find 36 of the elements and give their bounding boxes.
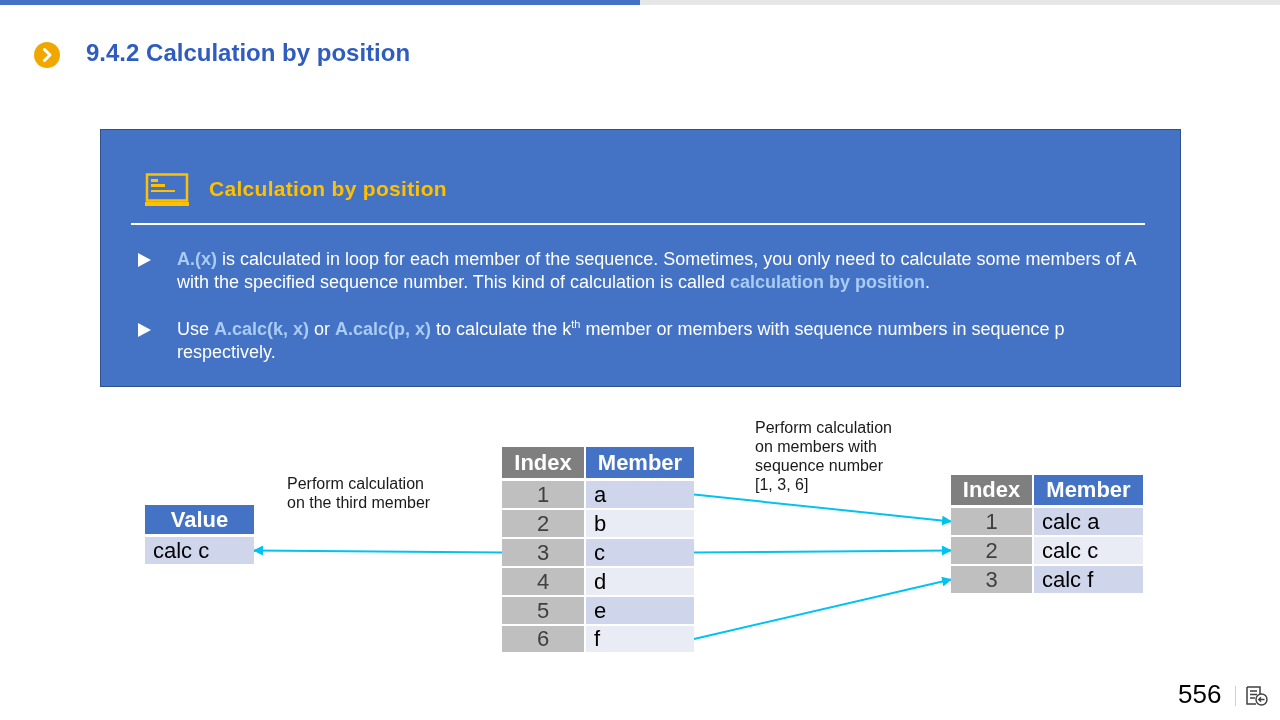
table-entry: a [586,481,694,508]
panel-heading: Calculation by position [209,177,447,201]
row-number: 3 [502,539,584,566]
row-number: 2 [951,537,1032,564]
info-panel [100,129,1181,387]
column-header: Value [145,505,254,534]
annotation-text: Perform calculation on members with sequence number [1, 3, 6] [755,418,893,494]
column-header: Index [951,475,1032,505]
table-entry: f [586,626,694,652]
table-entry: calc a [1034,508,1143,535]
table-entry: calc f [1034,566,1143,593]
table-entry: calc c [1034,537,1143,564]
bullet-text: A.(x) is calculated in loop for each member of the sequence. Sometimes, you only need to calculate some members of A with the specified sequence number. This kind of calculation is called calculation by position. [177,248,1137,294]
arrow [693,493,952,526]
row-number: 3 [951,566,1032,593]
table-entry: c [586,539,694,566]
row-number: 2 [502,510,584,537]
column-header: Index [502,447,584,478]
slide-title: 9.4.2 Calculation by position [86,39,411,67]
page-number: 556 [1178,679,1222,709]
column-header: Member [586,447,694,478]
row-number: 1 [502,481,584,508]
table-entry: b [586,510,694,537]
arrow [253,545,503,556]
row-number: 6 [502,626,584,652]
table-entry: calc c [145,537,254,564]
row-number: 1 [951,508,1032,535]
column-header: Member [1034,475,1143,505]
row-number: 4 [502,568,584,595]
arrow [693,576,952,640]
edge-label: Perform calculation on the third member [287,474,432,512]
bullet-text: Use A.calc(k, x) or A.calc(p, x) to calculate the k$^{th}$ member or members with sequence numbers in sequence p respectively. [177,318,1066,364]
table-entry: e [586,597,694,624]
arrow [693,545,952,556]
table-entry: d [586,568,694,595]
row-number: 5 [502,597,584,624]
